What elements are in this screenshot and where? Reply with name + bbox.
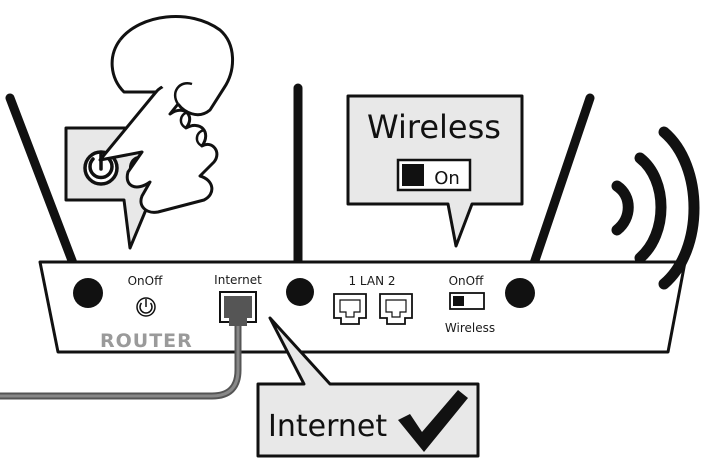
internet-callout bbox=[256, 316, 480, 458]
lan-port-1[interactable] bbox=[333, 293, 367, 325]
left-antenna-base bbox=[73, 278, 103, 308]
left-antenna bbox=[5, 93, 89, 297]
wifi-waves-icon bbox=[611, 126, 700, 290]
wireless-callout-switch-label: On bbox=[434, 168, 460, 189]
wireless-switch-label: OnOff bbox=[449, 274, 484, 288]
wireless-callout-title: Wireless bbox=[367, 108, 501, 146]
wireless-label: Wireless bbox=[445, 321, 495, 335]
power-icon bbox=[83, 150, 119, 186]
power-button[interactable] bbox=[136, 297, 156, 317]
wireless-switch[interactable] bbox=[449, 292, 485, 310]
lan-port-2[interactable] bbox=[379, 293, 413, 325]
center-antenna-base bbox=[286, 278, 314, 306]
internet-callout-label: Internet bbox=[268, 409, 387, 444]
internet-port[interactable] bbox=[219, 291, 257, 326]
power-button-label: OnOff bbox=[128, 274, 163, 288]
right-antenna-base bbox=[505, 278, 535, 308]
right-antenna bbox=[520, 93, 595, 295]
lan-ports-label: 1 LAN 2 bbox=[348, 274, 395, 288]
internet-port-label: Internet bbox=[214, 273, 262, 287]
wireless-callout-switch bbox=[396, 158, 472, 192]
router-brand: ROUTER bbox=[100, 330, 193, 352]
checkmark-icon bbox=[398, 390, 468, 452]
pointing-hand-icon bbox=[98, 15, 235, 214]
